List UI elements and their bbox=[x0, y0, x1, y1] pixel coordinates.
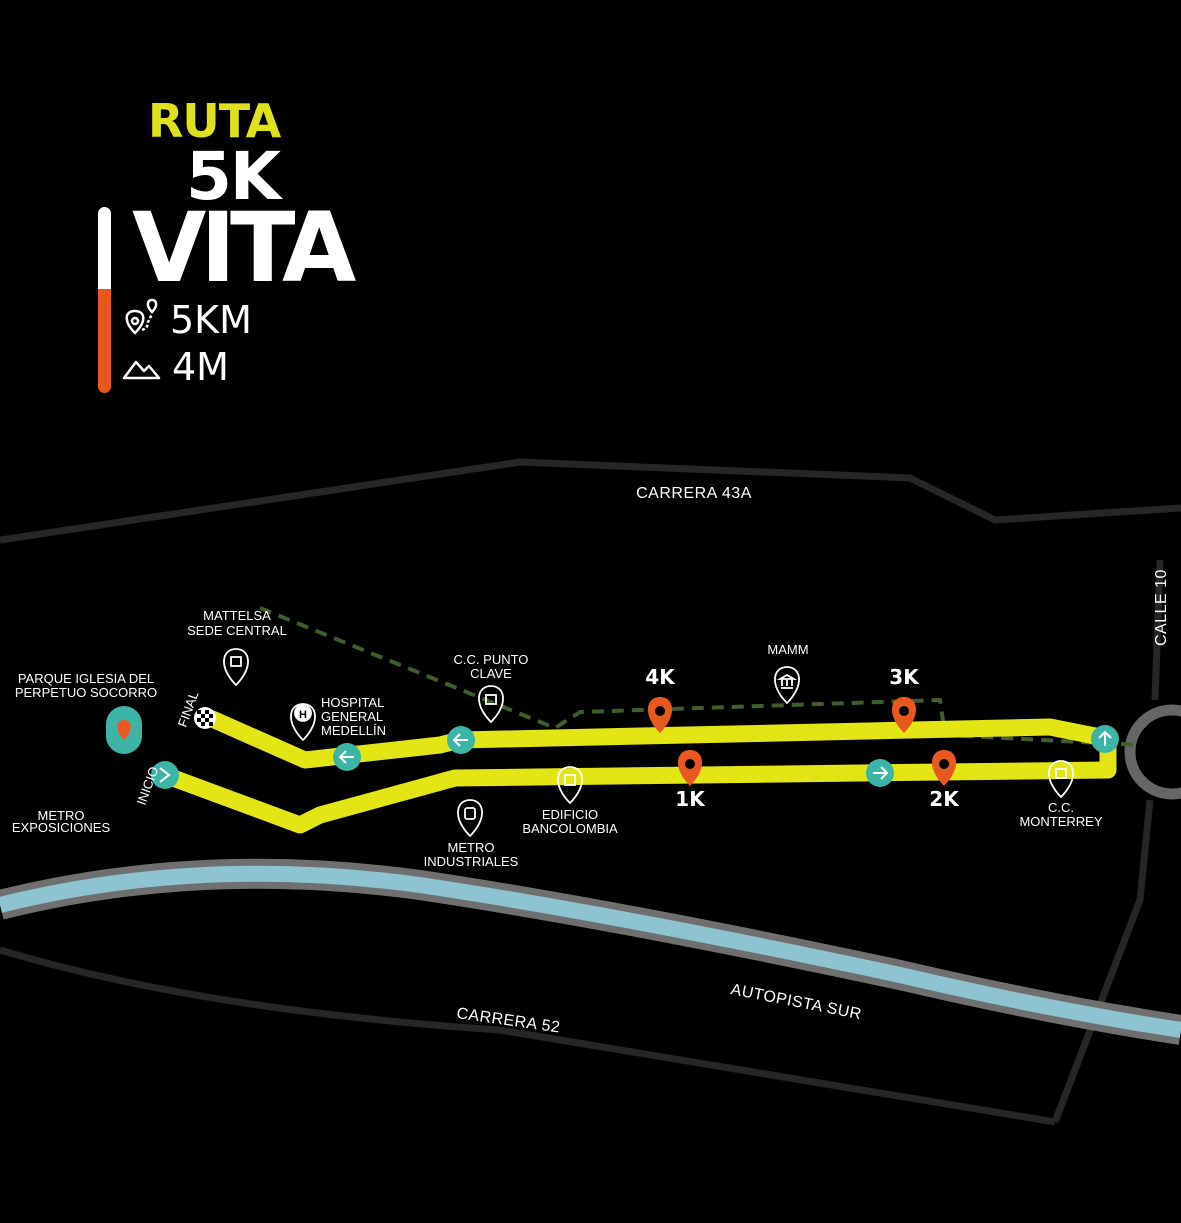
elevation-value: 4M bbox=[172, 345, 229, 389]
km-4-label: 4K bbox=[645, 665, 676, 689]
edificio-label: EDIFICIO bbox=[542, 807, 598, 822]
hospital-icon bbox=[290, 703, 316, 742]
pin-icon bbox=[117, 720, 131, 740]
metro-exposiciones-label: EXPOSICIONES bbox=[12, 820, 111, 835]
title-5k: 5K bbox=[186, 138, 281, 215]
parque-label: PARQUE IGLESIA DEL bbox=[18, 671, 154, 686]
distance-value: 5KM bbox=[170, 298, 252, 342]
km-2-label: 2K bbox=[929, 787, 960, 811]
metro-icon bbox=[457, 799, 483, 838]
road-carrera-43a: CARRERA 43A bbox=[636, 485, 752, 502]
arrow-start bbox=[151, 761, 179, 789]
title-vita: VITA bbox=[132, 192, 356, 304]
metro-exposiciones-label: METRO bbox=[38, 808, 85, 823]
hospital-label: GENERAL bbox=[321, 709, 383, 724]
punto-clave-shop-icon bbox=[478, 685, 504, 724]
monterrey-label: MONTERREY bbox=[1019, 814, 1102, 829]
checker-pattern bbox=[197, 710, 213, 726]
monterrey-shop-icon bbox=[1048, 760, 1074, 799]
metro-industriales-label: INDUSTRIALES bbox=[424, 854, 519, 869]
punto-clave-label: CLAVE bbox=[470, 666, 512, 681]
edificio-label: BANCOLOMBIA bbox=[522, 821, 618, 836]
mamm-label: MAMM bbox=[767, 642, 808, 657]
parque-label: PERPETUO SOCORRO bbox=[15, 685, 157, 700]
race-route bbox=[162, 710, 1117, 834]
mattelsa-label: SEDE CENTRAL bbox=[187, 623, 287, 638]
road-autopista-sur: AUTOPISTA SUR bbox=[729, 981, 863, 1023]
hospital-label: MEDELLÍN bbox=[321, 723, 386, 738]
monterrey-label: C.C. bbox=[1048, 800, 1074, 815]
km-1-label: 1K bbox=[675, 787, 706, 811]
streets bbox=[0, 458, 1181, 1126]
direction-arrows bbox=[151, 725, 1119, 789]
bank-building-icon bbox=[557, 766, 583, 805]
km-3-label: 3K bbox=[889, 665, 920, 689]
road-calle-10: CALLE 10 bbox=[1153, 569, 1170, 646]
km-markers bbox=[647, 697, 957, 786]
title-ruta: RUTA bbox=[148, 94, 281, 148]
roundabout bbox=[1124, 704, 1181, 800]
hospital-h: H bbox=[299, 709, 307, 721]
metro-industriales-label: METRO bbox=[448, 840, 495, 855]
elevation-bar bbox=[98, 207, 111, 393]
hospital-label: HOSPITAL bbox=[321, 695, 384, 710]
alternate-path bbox=[259, 606, 1141, 747]
landmark-pins bbox=[223, 648, 1074, 838]
mattelsa-shop-icon bbox=[223, 648, 249, 687]
punto-clave-label: C.C. PUNTO bbox=[454, 652, 529, 667]
museum-icon bbox=[774, 666, 800, 705]
mattelsa-label: MATTELSA bbox=[203, 608, 271, 623]
route-pin-icon bbox=[125, 298, 158, 335]
river bbox=[0, 858, 1181, 1045]
mountain-icon bbox=[122, 360, 161, 380]
